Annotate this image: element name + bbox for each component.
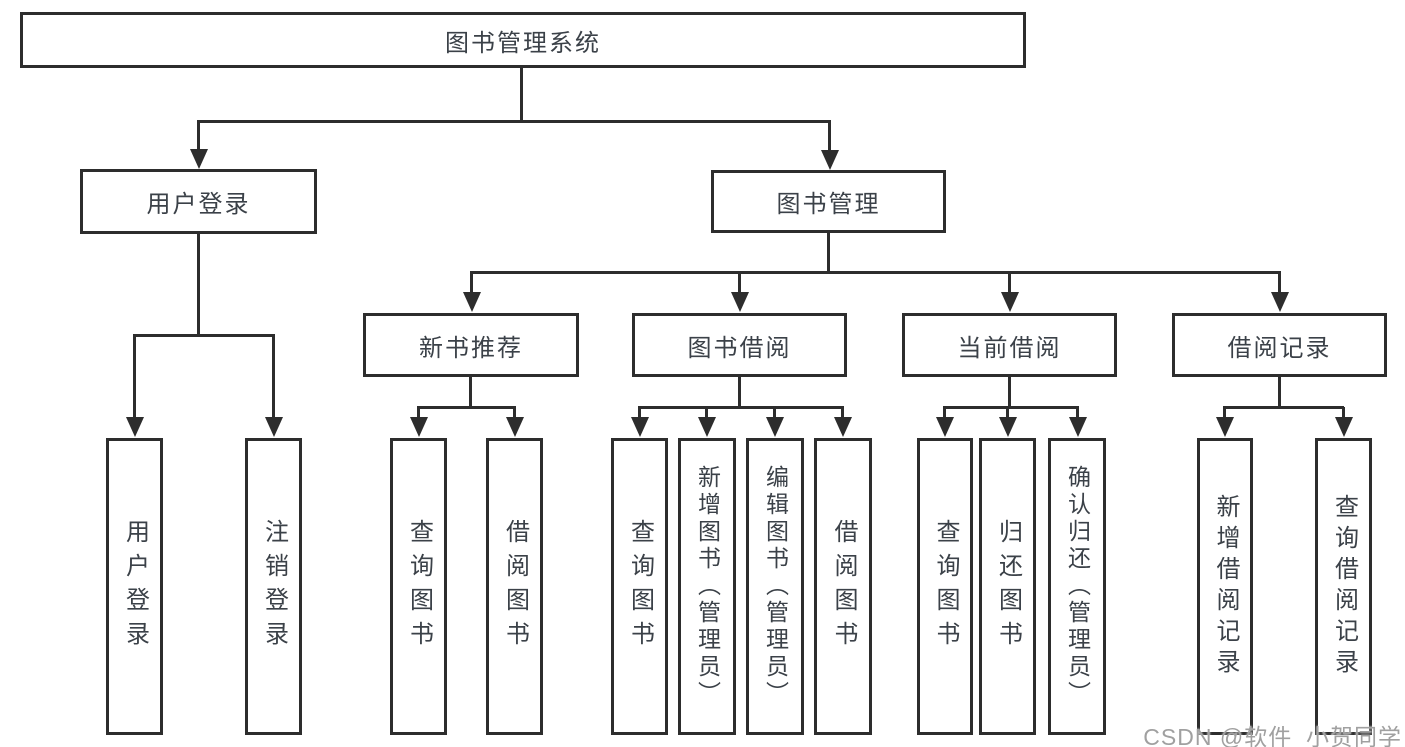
arrow-book-borrow-child-3 xyxy=(773,407,776,417)
leaf-newbooks-borrow: 借阅图书 xyxy=(486,438,543,735)
leaf-borrow-add-admin-label: 新增图书（管理员） xyxy=(694,465,721,708)
leaf-current-confirm-admin-label: 确认归还（管理员） xyxy=(1064,465,1091,708)
node-user-login: 用户登录 xyxy=(80,169,317,234)
node-user-login-label: 用户登录 xyxy=(146,191,251,218)
leaf-newbooks-borrow-label: 借阅图书 xyxy=(501,518,529,655)
leaf-borrow-borrow-label: 借阅图书 xyxy=(830,518,857,655)
connector-borrow-records-split xyxy=(1223,406,1344,409)
leaf-records-query: 查询借阅记录 xyxy=(1315,438,1372,735)
leaf-borrow-edit-admin-label: 编辑图书（管理员） xyxy=(762,465,789,708)
connector-root-stem xyxy=(520,68,523,121)
node-borrow-records-label: 借阅记录 xyxy=(1227,334,1332,362)
leaf-user-login: 用户登录 xyxy=(106,438,163,735)
arrow-to-borrow-records xyxy=(1278,272,1281,292)
arrow-borrow-records-child-1 xyxy=(1223,407,1226,417)
leaf-borrow-query-label: 查询图书 xyxy=(626,518,654,655)
leaf-user-login-label: 用户登录 xyxy=(121,518,149,655)
arrow-book-borrow-child-2 xyxy=(705,407,708,417)
arrow-new-books-child-1 xyxy=(417,407,420,417)
leaf-records-add-label: 新增借阅记录 xyxy=(1212,493,1239,680)
connector-new-books-stem xyxy=(469,377,472,407)
node-book-mgmt-label: 图书管理 xyxy=(776,191,881,218)
connector-book-mgmt-stem xyxy=(827,233,830,272)
arrow-to-user-login xyxy=(197,121,200,149)
connector-user-login-split xyxy=(133,334,275,337)
connector-book-borrow-stem xyxy=(738,377,741,407)
node-root-system: 图书管理系统 xyxy=(20,12,1026,68)
leaf-logout: 注销登录 xyxy=(245,438,302,735)
leaf-newbooks-query: 查询图书 xyxy=(390,438,447,735)
leaf-records-query-label: 查询借阅记录 xyxy=(1330,493,1358,680)
leaf-borrow-edit-admin: 编辑图书（管理员） xyxy=(746,438,804,735)
leaf-current-query: 查询图书 xyxy=(917,438,973,735)
connector-book-mgmt-split xyxy=(470,271,1281,274)
arrow-to-book-borrow xyxy=(738,272,741,292)
leaf-current-confirm-admin: 确认归还（管理员） xyxy=(1048,438,1106,735)
leaf-current-query-label: 查询图书 xyxy=(932,518,959,655)
node-book-borrow-label: 图书借阅 xyxy=(687,334,792,362)
arrow-book-borrow-child-1 xyxy=(638,407,641,417)
arrow-new-books-child-2 xyxy=(513,407,516,417)
arrow-to-new-books xyxy=(470,272,473,292)
node-root-label: 图书管理系统 xyxy=(445,29,601,57)
leaf-borrow-query: 查询图书 xyxy=(611,438,668,735)
leaf-borrow-add-admin: 新增图书（管理员） xyxy=(678,438,736,735)
arrow-current-borrow-child-3 xyxy=(1076,407,1079,417)
node-book-mgmt: 图书管理 xyxy=(711,170,946,233)
leaf-logout-label: 注销登录 xyxy=(260,518,288,655)
arrow-to-login-leaf xyxy=(133,335,136,417)
arrow-current-borrow-child-2 xyxy=(1006,407,1009,417)
node-book-borrow: 图书借阅 xyxy=(632,313,847,377)
connector-user-login-stem xyxy=(197,234,200,335)
connector-current-borrow-stem xyxy=(1008,377,1011,407)
node-new-books: 新书推荐 xyxy=(363,313,579,377)
leaf-records-add: 新增借阅记录 xyxy=(1197,438,1253,735)
arrow-borrow-records-child-2 xyxy=(1342,407,1345,417)
leaf-current-return: 归还图书 xyxy=(979,438,1036,735)
connector-root-split xyxy=(197,120,831,123)
node-current-borrow: 当前借阅 xyxy=(902,313,1117,377)
arrow-current-borrow-child-1 xyxy=(943,407,946,417)
arrow-to-logout-leaf xyxy=(272,335,275,417)
arrow-book-borrow-child-4 xyxy=(841,407,844,417)
node-new-books-label: 新书推荐 xyxy=(419,334,523,362)
connector-current-borrow-split xyxy=(943,406,1079,409)
leaf-current-return-label: 归还图书 xyxy=(994,518,1022,655)
connector-book-borrow-split xyxy=(638,406,844,409)
csdn-watermark: CSDN @软件_小贺同学 xyxy=(1143,724,1402,747)
connector-new-books-split xyxy=(417,406,516,409)
node-current-borrow-label: 当前借阅 xyxy=(957,334,1062,362)
leaf-newbooks-query-label: 查询图书 xyxy=(405,518,433,655)
node-borrow-records: 借阅记录 xyxy=(1172,313,1387,377)
arrow-to-current-borrow xyxy=(1008,272,1011,292)
arrow-to-book-mgmt xyxy=(828,121,831,150)
leaf-borrow-borrow: 借阅图书 xyxy=(814,438,872,735)
connector-borrow-records-stem xyxy=(1278,377,1281,407)
